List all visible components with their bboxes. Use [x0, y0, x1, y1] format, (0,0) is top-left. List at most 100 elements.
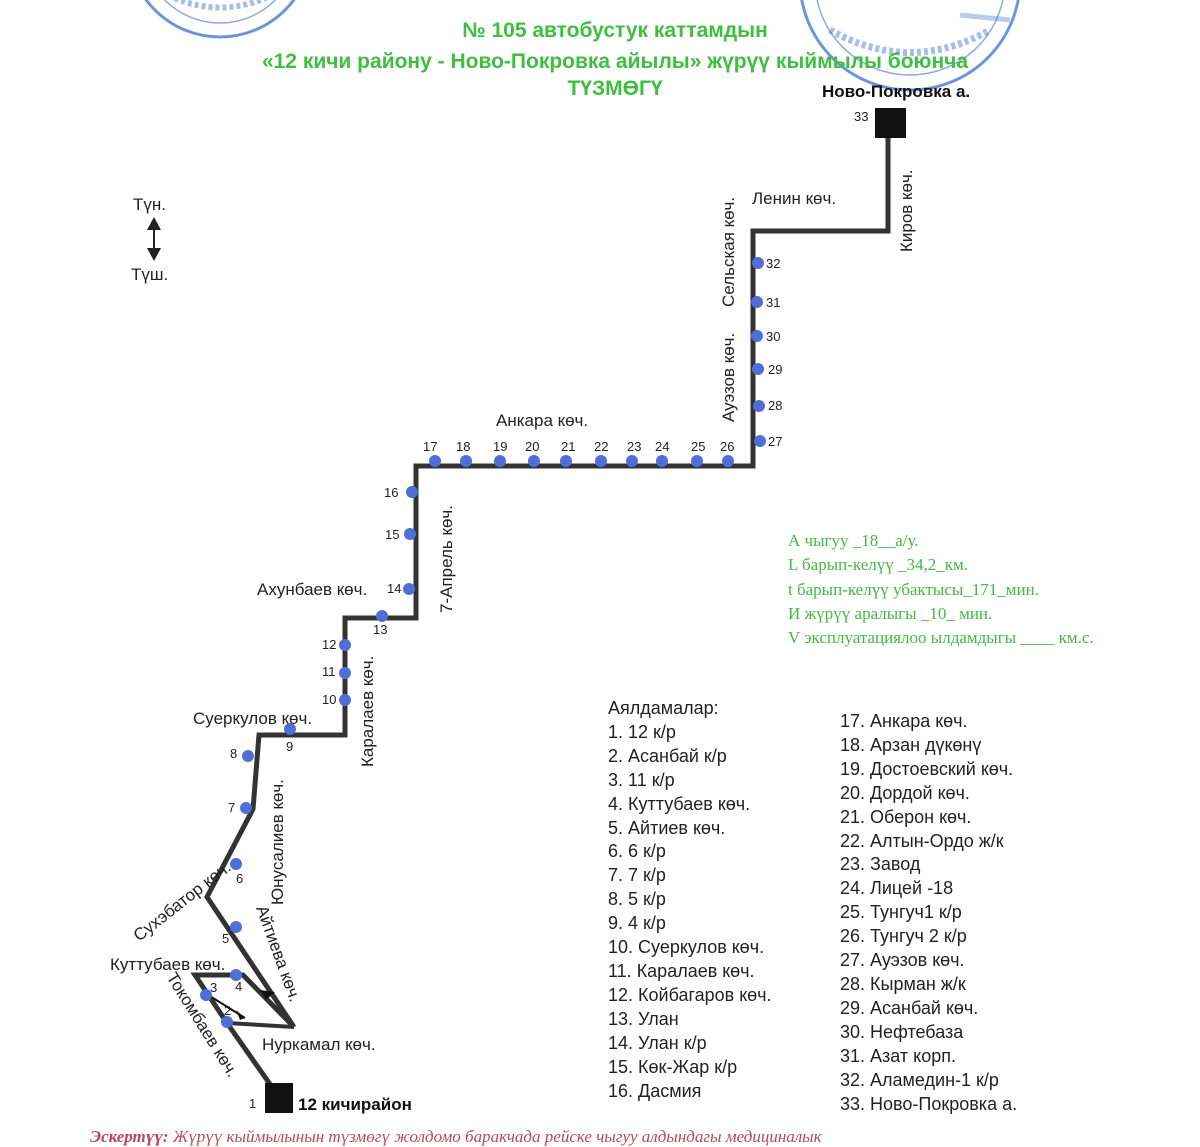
arrow-icon: [260, 990, 275, 1000]
compass-north-label: Түн.: [133, 195, 166, 214]
stop-number: 17: [423, 439, 437, 454]
stop-number: 5: [222, 931, 229, 946]
street-yunusaliev: Юнусалиев көч.: [268, 779, 287, 905]
stop-marker: [230, 858, 242, 870]
legend-stop-item: 26. Тунгуч 2 к/р: [840, 926, 967, 947]
stop-number: 3: [210, 980, 217, 995]
street-auezov: Ауэзов көч.: [719, 333, 738, 422]
stop-marker: [406, 486, 418, 498]
legend-stop-item: 12. Койбагаров көч.: [608, 984, 772, 1005]
stop-marker: [691, 455, 703, 467]
street-sukhebator: Сухэбатор көч.: [130, 857, 235, 945]
param-v: V эксплуатациялоо ылдамдыгы ____ км.с.: [788, 628, 1094, 648]
legend-stop-item: 23. Завод: [840, 854, 921, 875]
stop-number: 1: [249, 1096, 256, 1111]
legend-stop-item: 32. Аламедин-1 к/р: [840, 1069, 999, 1090]
legend-stop-item: 31. Азат корп.: [840, 1045, 956, 1066]
legend-stop-item: 5. Айтиев көч.: [608, 817, 726, 838]
footer-note: Эскертүү: Жүрүү кыймылынын түзмөгү жолдо…: [90, 1127, 1200, 1147]
stop-number: 9: [286, 739, 293, 754]
seal-stamp-right: [800, 0, 1020, 92]
legend-stop-item: 11. Каралаев көч.: [608, 960, 755, 981]
legend-stop-item: 17. Анкара көч.: [840, 711, 968, 731]
legend-stop-item: 1. 12 к/р: [608, 721, 676, 742]
street-selskaya: Сельская көч.: [719, 197, 738, 307]
terminal-start-label: 12 кичирайон: [298, 1095, 412, 1114]
title-line-2: «12 кичи району - Ново-Покровка айылы» ж…: [261, 50, 969, 73]
street-nurkamal: Нуркамал көч.: [262, 1035, 376, 1054]
arrow-down-icon: [147, 248, 161, 261]
stop-marker: [230, 921, 242, 933]
legend-stop-item: 4. Куттубаев көч.: [608, 793, 751, 814]
stop-marker: [404, 528, 416, 540]
legend-stop-item: 21. Оберон көч.: [840, 806, 972, 827]
seal-stamp-left: [144, 0, 296, 39]
route-line: [190, 125, 891, 1099]
param-a: А чыгуу _18__а/у.: [788, 531, 919, 550]
stop-marker: [751, 330, 763, 342]
stop-number: 13: [373, 622, 387, 637]
legend-stop-item: 2. Асанбай к/р: [608, 745, 727, 766]
stop-marker: [560, 455, 572, 467]
stop-marker: [339, 639, 351, 651]
street-april7: 7-Апрель көч.: [437, 505, 456, 613]
legend-stop-item: 3. 11 к/р: [608, 769, 675, 790]
street-lenin: Ленин көч.: [752, 189, 836, 208]
stop-number: 29: [768, 362, 782, 377]
terminal-end-label: Ново-Покровка а.: [822, 82, 970, 101]
stop-marker: [339, 694, 351, 706]
stop-marker: [240, 802, 252, 814]
stop-number: 21: [561, 439, 575, 454]
legend-stop-item: 8. 5 к/р: [608, 889, 666, 910]
stop-number: 2: [224, 1003, 231, 1018]
legend-stop-item: 18. Арзан дүкөнү: [840, 734, 982, 755]
legend-stop-item: 15. Көк-Жар к/р: [608, 1056, 738, 1077]
stop-number: 22: [594, 439, 608, 454]
stop-marker: [230, 969, 242, 981]
stop-number: 19: [493, 439, 507, 454]
route-parameters: А чыгуу _18__а/у. L барып-келүү _34,2_км…: [788, 529, 1094, 650]
stop-marker: [284, 723, 296, 735]
legend-stop-item: 16. Дасмия: [608, 1080, 702, 1101]
stop-number: 28: [768, 398, 782, 413]
stop-number: 31: [766, 295, 780, 310]
stop-marker: [528, 455, 540, 467]
stop-marker: [722, 455, 734, 467]
street-kuttubaev: Куттубаев көч.: [110, 955, 225, 974]
stop-number: 4: [235, 979, 242, 994]
param-t: t барып-келүү убактысы_171_мин.: [788, 579, 1039, 599]
arrow-up-icon: [147, 217, 161, 230]
stop-marker: [494, 455, 506, 467]
street-karalaev: Каралаев көч.: [358, 656, 377, 767]
legend-stop-item: 28. Кырман ж/к: [840, 973, 966, 994]
stop-number: 23: [627, 439, 641, 454]
stop-marker: [403, 583, 415, 595]
legend-stop-item: 25. Тунгуч1 к/р: [840, 902, 962, 923]
stop-number: 12: [322, 637, 336, 652]
stop-marker: [376, 610, 388, 622]
arrow-icon: [236, 1010, 245, 1020]
legend-stop-item: 14. Улан к/р: [608, 1032, 707, 1053]
street-ankara: Анкара көч.: [496, 411, 588, 430]
legend-stop-item: 10. Суеркулов көч.: [608, 937, 765, 958]
legend-stop-item: 9. 4 к/р: [608, 913, 666, 934]
stop-number: 14: [387, 581, 401, 596]
stop-marker: [752, 363, 764, 375]
stop-number: 10: [322, 692, 336, 707]
stop-marker: [221, 1016, 233, 1028]
stop-marker: [595, 455, 607, 467]
stop-number: 24: [655, 439, 669, 454]
note-text: Жүрүү кыймылынын түзмөгү жолдомо баракча…: [168, 1127, 822, 1146]
street-suerkulov: Суеркулов көч.: [193, 709, 312, 728]
stop-number: 7: [228, 800, 235, 815]
route-loop-line: [226, 1021, 295, 1029]
stop-marker: [242, 750, 254, 762]
title-line-3: ТҮЗМӨГҮ: [567, 77, 663, 100]
legend-stop-item: 27. Ауэзов көч.: [840, 950, 965, 971]
stop-marker: [200, 989, 212, 1001]
legend-stop-item: 7. 7 к/р: [608, 865, 666, 886]
legend-stop-item: 33. Ново-Покровка а.: [840, 1093, 1018, 1114]
